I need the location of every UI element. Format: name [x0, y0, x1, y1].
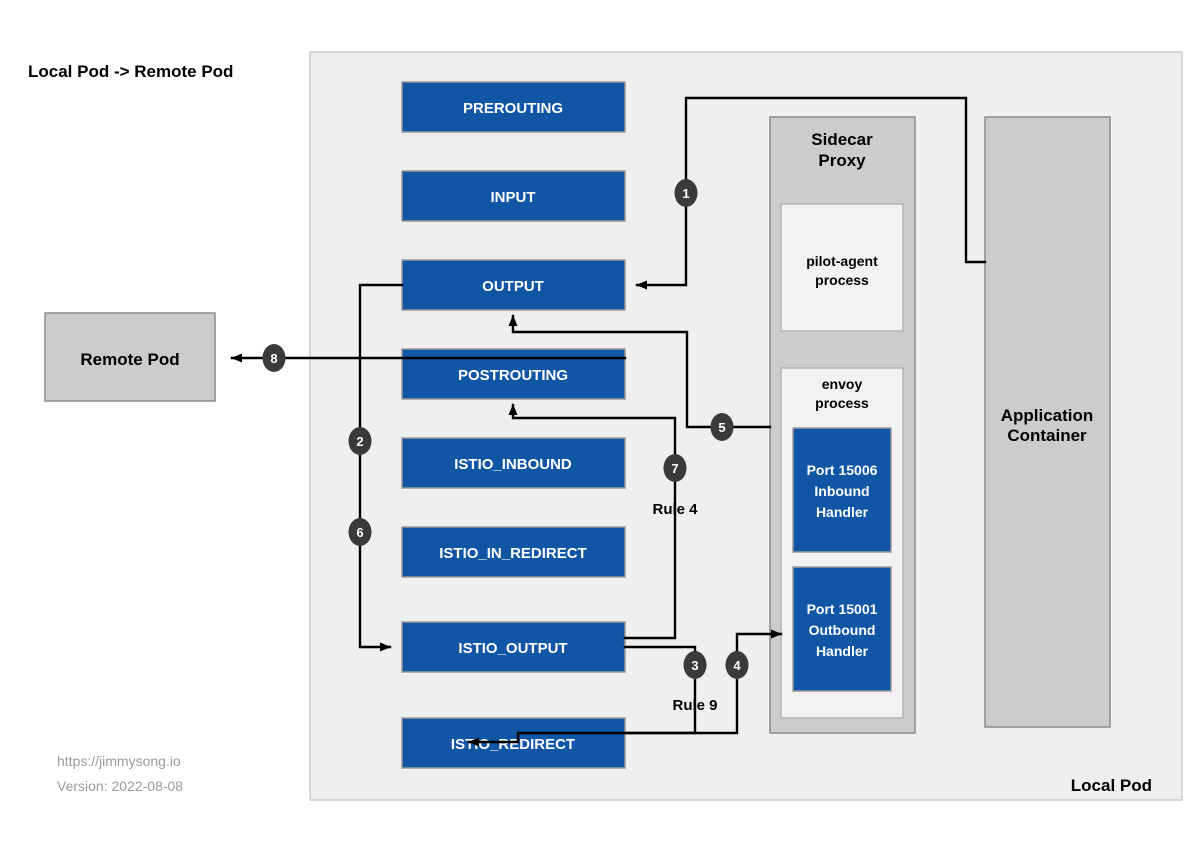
- application-container-label-2: Container: [1007, 426, 1087, 445]
- rule-label-rule4: Rule 4: [652, 501, 698, 518]
- chain-label-istio-redirect: ISTIO_REDIRECT: [451, 736, 575, 753]
- step-marker-2: 2: [348, 427, 372, 455]
- step-marker-8-label: 8: [270, 351, 277, 366]
- chain-label-istio-output: ISTIO_OUTPUT: [458, 640, 567, 657]
- step-marker-2-label: 2: [356, 434, 363, 449]
- inbound-handler-line3: Handler: [816, 504, 869, 520]
- step-marker-3: 3: [683, 651, 707, 679]
- pilot-agent-label-2: process: [815, 272, 869, 288]
- step-marker-7: 7: [663, 454, 687, 482]
- flow-path-1: [635, 96, 987, 290]
- step-marker-6: 6: [348, 518, 372, 546]
- outbound-handler-line2: Outbound: [809, 622, 876, 638]
- envoy-label-1: envoy: [822, 376, 863, 392]
- sidecar-proxy-title-1: Sidecar: [811, 130, 873, 149]
- step-marker-3-label: 3: [691, 658, 698, 673]
- pilot-agent-label-1: pilot-agent: [806, 253, 878, 269]
- watermark-site: https://jimmysong.io: [57, 753, 181, 769]
- chain-label-output: OUTPUT: [482, 278, 544, 295]
- remote-pod-label: Remote Pod: [80, 350, 179, 369]
- step-markers: 1 2 3 4 5 6 7 8: [262, 179, 749, 679]
- chain-box-istio-inbound[interactable]: [401, 437, 626, 489]
- step-marker-1-label: 1: [682, 186, 689, 201]
- chain-box-prerouting[interactable]: [401, 81, 626, 133]
- port-15006-inbound-handler[interactable]: [792, 427, 892, 553]
- flow-path-7: [508, 403, 677, 640]
- page-title: Local Pod -> Remote Pod: [28, 62, 233, 81]
- local-pod-label: Local Pod: [1071, 776, 1152, 795]
- port-15001-outbound-handler[interactable]: [792, 566, 892, 692]
- sidecar-proxy-title-2: Proxy: [818, 151, 866, 170]
- flow-path-2-6: [358, 283, 404, 652]
- step-marker-6-label: 6: [356, 525, 363, 540]
- inbound-handler-line1: Port 15006: [807, 462, 878, 478]
- rule-label-rule9: Rule 9: [672, 697, 717, 714]
- chain-label-istio-in-redirect: ISTIO_IN_REDIRECT: [439, 545, 587, 562]
- chain-label-istio-inbound: ISTIO_INBOUND: [454, 456, 572, 473]
- watermark-version: Version: 2022-08-08: [57, 778, 183, 794]
- chain-label-prerouting: PREROUTING: [463, 100, 563, 117]
- step-marker-5: 5: [710, 413, 734, 441]
- flow-path-4: [623, 629, 783, 735]
- outbound-handler-line3: Handler: [816, 643, 869, 659]
- step-marker-4: 4: [725, 651, 749, 679]
- outbound-handler-line1: Port 15001: [807, 601, 878, 617]
- chain-label-postrouting: POSTROUTING: [458, 367, 568, 384]
- application-container-box: [984, 116, 1111, 728]
- step-marker-1: 1: [674, 179, 698, 207]
- step-marker-5-label: 5: [718, 420, 725, 435]
- chain-box-output[interactable]: [401, 259, 626, 311]
- inbound-handler-line2: Inbound: [814, 483, 869, 499]
- chain-box-input[interactable]: [401, 170, 626, 222]
- remote-pod-box: [44, 312, 216, 402]
- pilot-agent-process-box: [780, 203, 904, 332]
- step-marker-4-label: 4: [733, 658, 741, 673]
- envoy-label-2: process: [815, 395, 869, 411]
- step-marker-8: 8: [262, 344, 286, 372]
- application-container-label-1: Application: [1001, 406, 1094, 425]
- chain-box-istio-in-redirect[interactable]: [401, 526, 626, 578]
- chain-label-input: INPUT: [491, 189, 536, 206]
- step-marker-7-label: 7: [671, 461, 678, 476]
- flow-path-3: [467, 645, 697, 747]
